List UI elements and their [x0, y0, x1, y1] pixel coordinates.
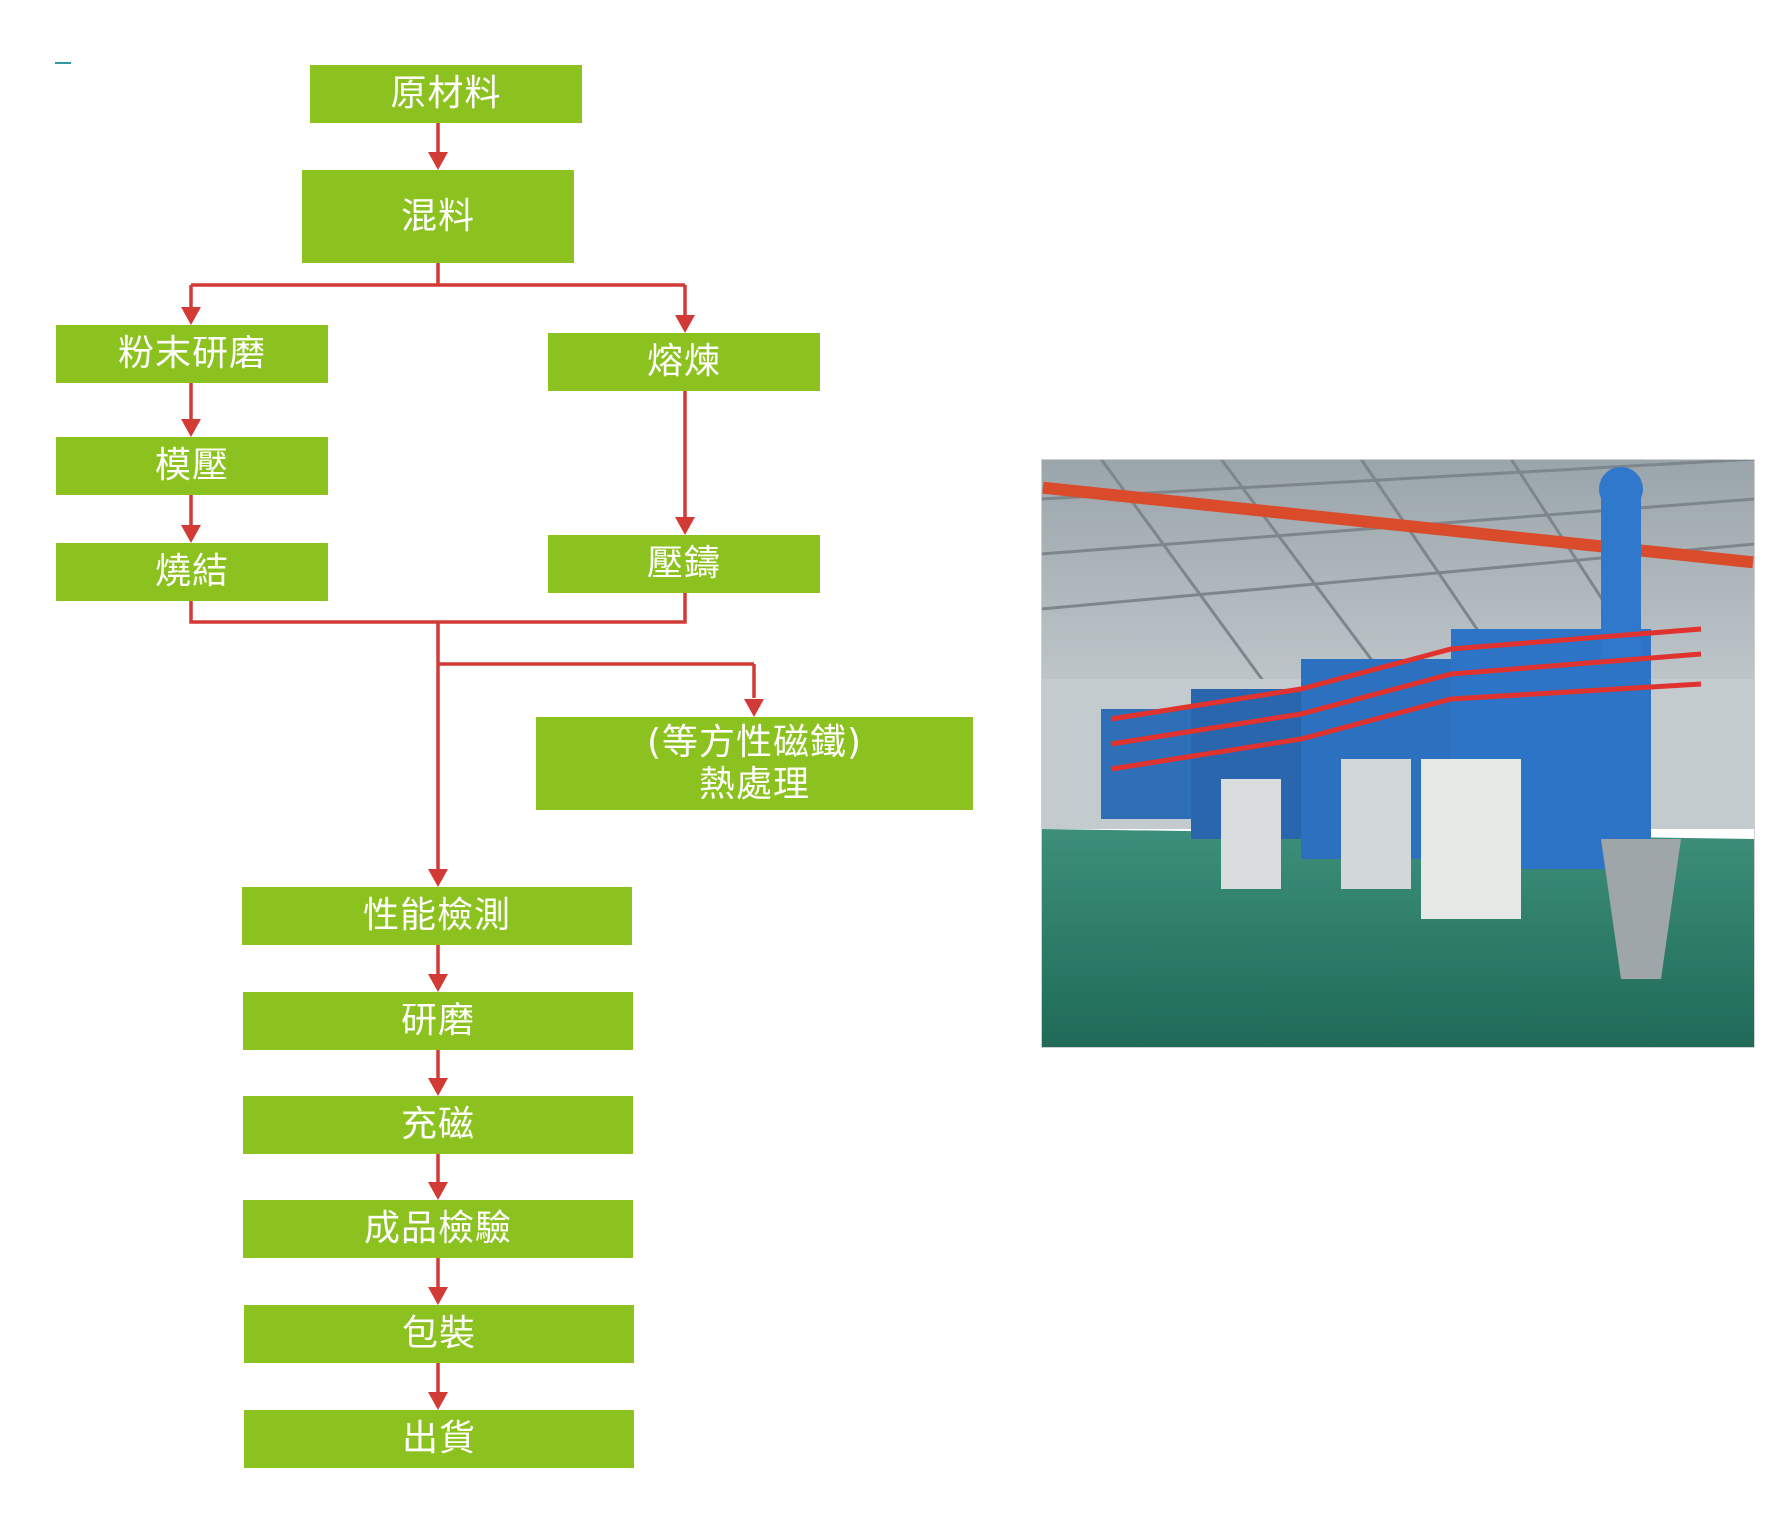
- node-label: 出貨: [401, 1418, 476, 1460]
- factory-photo: [1041, 459, 1755, 1048]
- photo-machinery: [1101, 467, 1681, 979]
- photo-floor: [1041, 829, 1755, 1048]
- arrow-raw-to-mixing-head: [428, 152, 448, 170]
- node-label-line2: 熱處理: [698, 763, 810, 805]
- node-label: 成品檢驗: [363, 1208, 512, 1250]
- node-label: 壓鑄: [646, 543, 721, 585]
- node-die-casting: 壓鑄: [548, 535, 820, 593]
- arrow-to-performance-test-head: [428, 869, 448, 887]
- arrow-to-powder-milling-head: [181, 307, 201, 325]
- node-heat-treatment: (等方性磁鐵) 熱處理: [536, 717, 973, 810]
- arrow-smelting-to-casting-head: [675, 517, 695, 535]
- arrow-molding-to-sintering-head: [181, 525, 201, 543]
- node-label: 包裝: [401, 1313, 476, 1355]
- arrow-packaging-to-shipping-head: [428, 1392, 448, 1410]
- node-label: 模壓: [154, 445, 229, 487]
- node-grinding: 研磨: [243, 992, 633, 1050]
- node-label: 粉末研磨: [117, 333, 266, 375]
- node-label: 研磨: [400, 1000, 475, 1042]
- node-label: 原材料: [390, 73, 502, 115]
- arrow-to-heat-treatment-head: [744, 699, 764, 717]
- node-powder-milling: 粉末研磨: [56, 325, 328, 383]
- node-mixing: 混料: [302, 170, 574, 263]
- node-molding-press: 模壓: [56, 437, 328, 495]
- arrow-milling-to-molding-head: [181, 419, 201, 437]
- node-raw-material: 原材料: [310, 65, 582, 123]
- node-smelting: 熔煉: [548, 333, 820, 391]
- node-label: 性能檢測: [362, 895, 511, 937]
- photo-red-railings: [1110, 626, 1702, 772]
- arrow-test-to-grinding-head: [428, 974, 448, 992]
- photo-crane-beam: [1042, 481, 1754, 569]
- node-shipping: 出貨: [244, 1410, 634, 1468]
- node-packaging: 包裝: [244, 1305, 634, 1363]
- node-label: 充磁: [400, 1104, 475, 1146]
- arrow-inspection-to-packaging-head: [428, 1287, 448, 1305]
- arrow-grinding-to-magnetizing-head: [428, 1078, 448, 1096]
- node-final-inspection: 成品檢驗: [243, 1200, 633, 1258]
- node-label: 混料: [400, 195, 475, 237]
- corner-mark: [55, 62, 71, 64]
- node-label: 熔煉: [646, 341, 721, 383]
- arrow-to-smelting-head: [675, 315, 695, 333]
- node-performance-test: 性能檢測: [242, 887, 632, 945]
- node-label: 燒結: [154, 551, 229, 593]
- node-label-line1: (等方性磁鐵): [646, 722, 863, 764]
- arrow-magnetizing-to-inspection-head: [428, 1182, 448, 1200]
- node-sintering: 燒結: [56, 543, 328, 601]
- node-magnetizing: 充磁: [243, 1096, 633, 1154]
